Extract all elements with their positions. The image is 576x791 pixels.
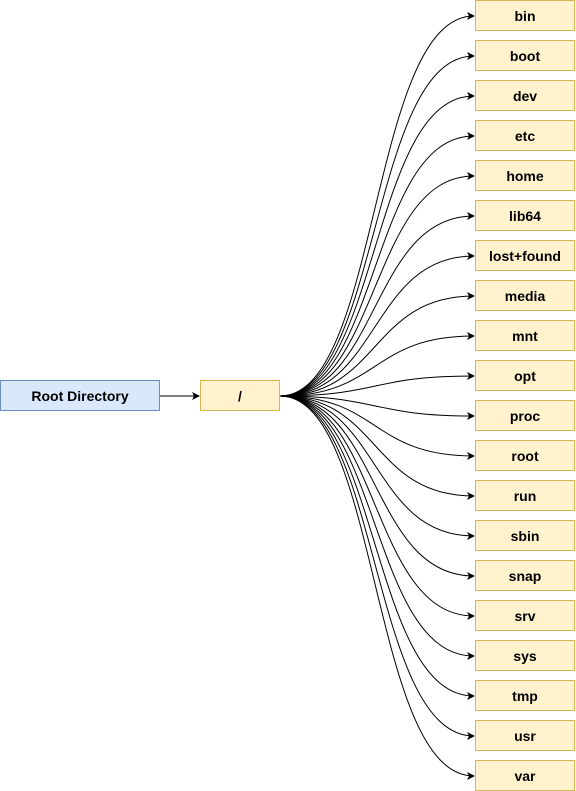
slash-label: /	[238, 387, 242, 404]
edge-slash-to-dev	[279, 92, 475, 397]
dir-node-dev: dev	[475, 80, 575, 111]
dir-node-etc: etc	[475, 120, 575, 151]
dir-node-srv: srv	[475, 600, 575, 631]
dir-node-run: run	[475, 480, 575, 511]
dir-label: home	[506, 167, 544, 184]
dir-node-sys: sys	[475, 640, 575, 671]
dir-label: root	[511, 447, 539, 464]
edge-slash-to-mnt	[279, 332, 475, 397]
edge-slash-to-home	[279, 172, 475, 397]
edge-slash-to-tmp	[279, 395, 475, 700]
dir-node-lib64: lib64	[475, 200, 575, 231]
dir-label: sbin	[510, 527, 540, 544]
dir-label: run	[513, 487, 537, 504]
edge-slash-to-snap	[279, 395, 475, 580]
dir-node-media: media	[475, 280, 575, 311]
edge-slash-to-proc	[279, 395, 475, 420]
dir-node-lost-found: lost+found	[475, 240, 575, 271]
dir-node-sbin: sbin	[475, 520, 575, 551]
edge-slash-to-var	[279, 395, 475, 780]
dir-label: boot	[509, 47, 541, 64]
edge-slash-to-run	[279, 395, 475, 500]
dir-node-bin: bin	[475, 0, 575, 31]
edge-slash-to-etc	[279, 132, 475, 397]
dir-node-home: home	[475, 160, 575, 191]
edge-slash-to-usr	[279, 395, 475, 740]
dir-label: bin	[514, 7, 536, 24]
dir-node-root: root	[475, 440, 575, 471]
edge-slash-to-boot	[279, 52, 475, 397]
dir-label: dev	[512, 87, 538, 104]
dir-label: usr	[514, 727, 536, 744]
edge-slash-to-sys	[279, 395, 475, 660]
dir-node-mnt: mnt	[475, 320, 575, 351]
edge-slash-to-bin	[279, 12, 475, 397]
dir-label: var	[514, 767, 536, 784]
edge-slash-to-srv	[279, 395, 475, 620]
dir-label: opt	[514, 367, 536, 384]
edge-slash-to-lib64	[279, 212, 475, 397]
dir-label: media	[504, 287, 546, 304]
edge-slash-to-media	[279, 292, 475, 397]
dir-label: srv	[514, 607, 536, 624]
dir-label: snap	[508, 567, 542, 584]
dir-label: etc	[514, 127, 536, 144]
dir-label: lost+found	[489, 247, 561, 264]
edge-slash-to-opt	[279, 372, 475, 397]
dir-node-snap: snap	[475, 560, 575, 591]
dir-label: tmp	[512, 687, 538, 704]
dir-label: mnt	[512, 327, 538, 344]
root-directory-label: Root Directory	[31, 387, 129, 404]
dir-node-tmp: tmp	[475, 680, 575, 711]
slash-node: /	[200, 380, 280, 411]
dir-node-boot: boot	[475, 40, 575, 71]
dir-label: lib64	[509, 207, 541, 224]
dir-label: sys	[513, 647, 537, 664]
edge-slash-to-lost-found	[279, 252, 475, 397]
edge-slash-to-root	[279, 395, 475, 460]
root-directory-node: Root Directory	[0, 380, 160, 411]
dir-label: proc	[509, 407, 541, 424]
dir-node-var: var	[475, 760, 575, 791]
edge-slash-to-sbin	[279, 395, 475, 540]
dir-node-proc: proc	[475, 400, 575, 431]
dir-node-opt: opt	[475, 360, 575, 391]
dir-node-usr: usr	[475, 720, 575, 751]
